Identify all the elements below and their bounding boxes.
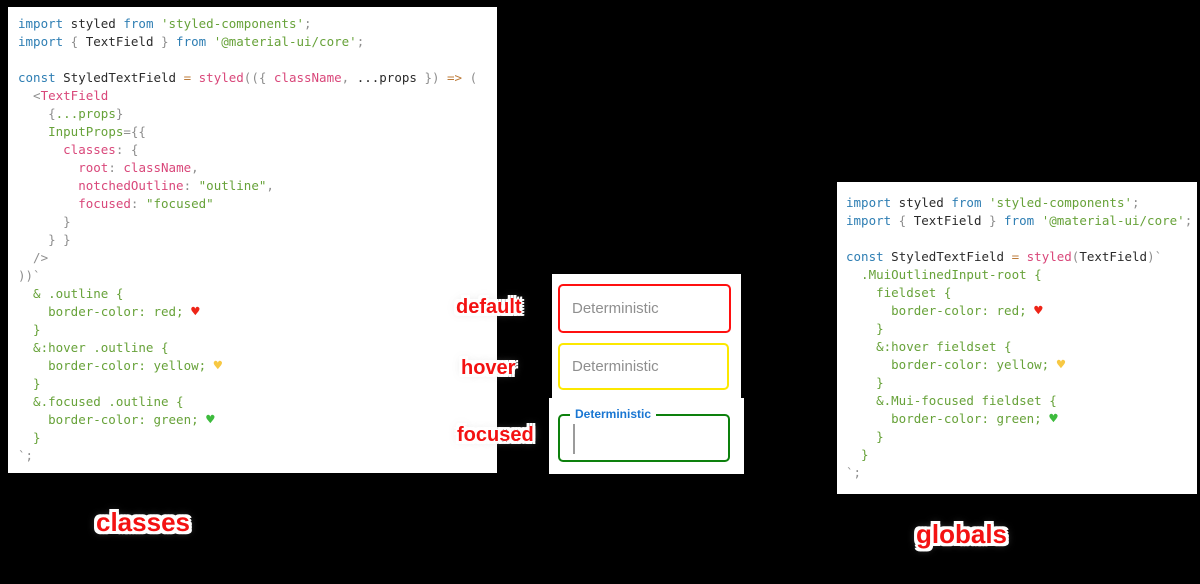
textfield-hover[interactable] [558,343,729,390]
textfield-states-panel [552,274,741,398]
annotation-default: default [456,296,522,318]
classes-code-panel: import styled from 'styled-components';i… [8,7,497,473]
annotation-hover: hover [461,357,516,379]
globals-code-panel: import styled from 'styled-components';i… [837,182,1197,494]
text-cursor [573,424,575,454]
textfield-focused-panel: Deterministic [549,398,744,474]
textfield-focused[interactable]: Deterministic [558,407,730,462]
annotation-focused: focused [457,424,534,446]
annotation-globals: globals [916,519,1008,549]
annotation-classes: classes [96,507,190,537]
textfield-default[interactable] [558,284,731,333]
textfield-focused-floating-label: Deterministic [570,407,657,422]
